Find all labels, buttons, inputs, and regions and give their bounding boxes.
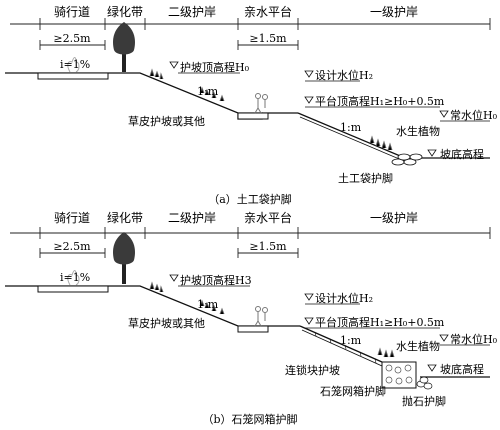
gabion-box bbox=[381, 361, 417, 389]
grass-label-b: 草皮护坡或其他 bbox=[128, 316, 205, 330]
geobag-toe bbox=[391, 153, 423, 166]
width-platform-b: ≥1.5m bbox=[249, 240, 287, 253]
dimension-line-a bbox=[10, 18, 491, 50]
tree-icon bbox=[113, 232, 135, 284]
bottom-level-label-b: 坡底高程 bbox=[440, 362, 484, 376]
rabbit-icon bbox=[67, 57, 80, 73]
bottom-level-label-a: 坡底高程 bbox=[440, 147, 484, 161]
caption-a: （a）土工袋护脚 bbox=[208, 192, 292, 206]
gabion-label-b: 石笼网箱护脚 bbox=[320, 384, 386, 398]
gradient-label-b: i=1% bbox=[60, 271, 90, 284]
plants-label-a: 水生植物 bbox=[396, 124, 440, 138]
slope-ratio-lower-a: 1:m bbox=[340, 121, 362, 134]
zone-green-belt: 绿化带 bbox=[107, 4, 143, 19]
zone-waterfront-platform: 亲水平台 bbox=[244, 4, 292, 19]
zone-primary-bank-b: 一级护岸 bbox=[370, 211, 418, 225]
interlock-block-hatch bbox=[314, 331, 377, 364]
caption-b: （b）石笼网箱护脚 bbox=[202, 412, 297, 426]
slope-ratio-upper-a: 1:m bbox=[197, 85, 219, 98]
platform-level-label-b: 平台顶高程H₁≥H₀+0.5m bbox=[315, 315, 445, 329]
platform-level-label-a: 平台顶高程H₁≥H₀+0.5m bbox=[315, 94, 445, 108]
zone-bike-path-b: 骑行道 bbox=[54, 211, 90, 225]
width-bike-path-b: ≥2.5m bbox=[53, 240, 91, 253]
zone-secondary-bank-b: 二级护岸 bbox=[168, 211, 216, 225]
design-level-label-b: 设计水位H₂ bbox=[315, 291, 373, 305]
normal-level-label-a: 常水位H₀ bbox=[450, 108, 498, 122]
grass-vegetation-a bbox=[149, 68, 393, 151]
person-icon bbox=[254, 93, 268, 114]
dimension-line-b bbox=[10, 227, 491, 258]
bike-path-slab-b bbox=[37, 285, 109, 293]
zone-primary-bank: 一级护岸 bbox=[370, 5, 418, 19]
grass-vegetation-b bbox=[149, 281, 395, 358]
riprap-label-b: 抛石护脚 bbox=[402, 394, 446, 408]
gradient-label-a: i=1% bbox=[60, 58, 90, 71]
zone-waterfront-platform-b: 亲水平台 bbox=[244, 210, 292, 225]
panel-a: 骑行道 绿化带 二级护岸 亲水平台 一级护岸 ≥2.5m ≥1.5m bbox=[5, 4, 498, 206]
person-icon bbox=[254, 306, 268, 327]
slope-ratio-lower-b: 1:m bbox=[340, 334, 362, 347]
rabbit-icon bbox=[67, 270, 80, 286]
tree-icon bbox=[113, 22, 135, 72]
bike-path-slab bbox=[37, 72, 109, 80]
normal-level-label-b: 常水位H₀ bbox=[450, 332, 498, 346]
level-markers-a bbox=[169, 61, 490, 157]
zone-green-belt-b: 绿化带 bbox=[107, 210, 143, 225]
platform-slab-a bbox=[237, 112, 269, 120]
design-level-label-a: 设计水位H₂ bbox=[315, 68, 373, 82]
slope-top-label-b: 护坡顶高程H3 bbox=[180, 273, 252, 287]
toe-label-a: 土工袋护脚 bbox=[338, 171, 393, 185]
slope-top-label-a: 护坡顶高程H₀ bbox=[180, 60, 250, 74]
zone-secondary-bank: 二级护岸 bbox=[168, 5, 216, 19]
width-platform: ≥1.5m bbox=[249, 32, 287, 45]
riprap-toe bbox=[416, 376, 433, 390]
grass-label-a: 草皮护坡或其他 bbox=[128, 114, 205, 128]
slope-ratio-upper-b: 1:m bbox=[197, 298, 219, 311]
width-bike-path: ≥2.5m bbox=[53, 32, 91, 45]
plants-label-b: 水生植物 bbox=[396, 339, 440, 353]
level-markers-b bbox=[169, 274, 490, 372]
zone-bike-path: 骑行道 bbox=[54, 5, 90, 19]
panel-b: 骑行道 绿化带 二级护岸 亲水平台 一级护岸 ≥2.5m ≥1.5m bbox=[5, 210, 498, 426]
block-label-b: 连锁块护坡 bbox=[285, 363, 340, 377]
platform-slab-b bbox=[237, 325, 269, 333]
